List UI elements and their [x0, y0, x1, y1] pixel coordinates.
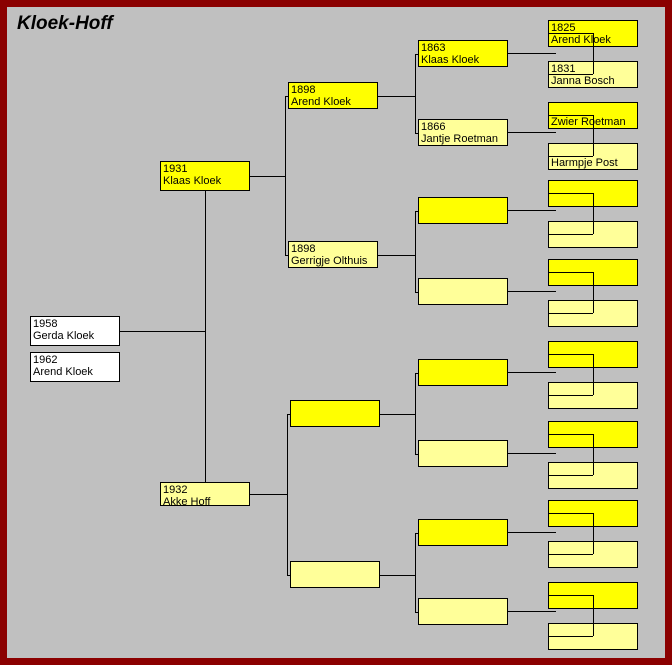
g2-0-line: [285, 96, 288, 97]
g3-5-couple-line: [508, 453, 556, 454]
g3-4-couple-line: [508, 372, 556, 373]
g4-3-line: [548, 156, 593, 157]
g2-2-couple-line: [380, 414, 415, 415]
g4-10-line: [548, 434, 593, 435]
g2-1-line: [285, 255, 288, 256]
g4-11-line: [548, 475, 593, 476]
g2-0-couple-line: [378, 96, 415, 97]
gen2-box-2[interactable]: [290, 400, 380, 427]
g3-0-couple-spine: [593, 33, 594, 74]
person-year: 1866: [421, 121, 446, 133]
g3-6-couple-line: [508, 532, 556, 533]
person-name: Janna Bosch: [551, 75, 615, 87]
g1-1-couple-line: [250, 494, 287, 495]
g3-1-couple-line: [508, 132, 556, 133]
g4-14-line: [548, 595, 593, 596]
g4-15-line: [548, 636, 593, 637]
g4-6-line: [548, 272, 593, 273]
gen3-box-5[interactable]: [418, 440, 508, 467]
person-year: 1931: [163, 163, 188, 175]
gen3-box-2[interactable]: [418, 197, 508, 224]
g3-1-couple-spine: [593, 115, 594, 156]
g2-3-line: [287, 575, 290, 576]
g3-6-line: [415, 533, 418, 534]
person-name: Klaas Kloek: [163, 175, 222, 187]
g3-4-couple-spine: [593, 354, 594, 395]
person-name: Gerda Kloek: [33, 330, 95, 342]
person-name: Akke Hoff: [163, 496, 211, 506]
gen2-box-3[interactable]: [290, 561, 380, 588]
g2-1-couple-line: [378, 255, 415, 256]
g4-7-line: [548, 313, 593, 314]
gen3-box-3[interactable]: [418, 278, 508, 305]
g1-0-couple-spine: [285, 96, 286, 255]
g2-3-couple-line: [380, 575, 415, 576]
person-name: Zwier Roetman: [551, 116, 626, 128]
person-year: 1863: [421, 42, 446, 54]
person-name: Arend Kloek: [551, 34, 611, 46]
person-year: 1831: [551, 63, 576, 75]
person-year: 1962: [33, 354, 58, 366]
person-year: 1898: [291, 84, 316, 96]
g3-1-line: [415, 133, 418, 134]
g3-5-couple-spine: [593, 434, 594, 475]
g3-4-line: [415, 373, 418, 374]
g2-0-couple-spine: [415, 54, 416, 133]
g3-2-couple-spine: [593, 193, 594, 234]
g2-3-couple-spine: [415, 533, 416, 612]
g3-3-line: [415, 292, 418, 293]
person-name: Arend Kloek: [33, 366, 93, 378]
gen3-box-6[interactable]: [418, 519, 508, 546]
g4-13-line: [548, 554, 593, 555]
person-year: 1932: [163, 484, 188, 496]
g3-3-couple-line: [508, 291, 556, 292]
g3-2-couple-line: [508, 210, 556, 211]
g4-4-line: [548, 193, 593, 194]
g2-2-couple-spine: [415, 373, 416, 454]
g4-0-line: [548, 33, 593, 34]
person-name: Gerrigje Olthuis: [291, 255, 368, 267]
parents-spine: [205, 191, 206, 482]
person-name: Harmpje Post: [551, 157, 618, 169]
g1-1-couple-spine: [287, 414, 288, 575]
g3-2-line: [415, 211, 418, 212]
person-year: 1898: [291, 243, 316, 255]
person-name: Klaas Kloek: [421, 54, 480, 66]
g4-12-line: [548, 513, 593, 514]
g2-2-line: [287, 414, 290, 415]
g1-0-couple-line: [250, 176, 285, 177]
gen3-box-7[interactable]: [418, 598, 508, 625]
g3-5-line: [415, 454, 418, 455]
g4-9-line: [548, 395, 593, 396]
g3-7-couple-spine: [593, 595, 594, 636]
g2-1-couple-spine: [415, 211, 416, 292]
g3-0-line: [415, 54, 418, 55]
g3-6-couple-spine: [593, 513, 594, 554]
g3-7-line: [415, 612, 418, 613]
child-to-parents-line: [120, 331, 205, 332]
page-title: Kloek-Hoff: [17, 13, 113, 34]
person-name: Jantje Roetman: [421, 133, 499, 145]
person-year: 1958: [33, 318, 58, 330]
g4-1-line: [548, 74, 593, 75]
g4-8-line: [548, 354, 593, 355]
g3-7-couple-line: [508, 611, 556, 612]
g4-5-line: [548, 234, 593, 235]
gen3-box-4[interactable]: [418, 359, 508, 386]
g3-3-couple-spine: [593, 272, 594, 313]
g4-2-line: [548, 115, 593, 116]
g3-0-couple-line: [508, 53, 556, 54]
person-name: Arend Kloek: [291, 96, 351, 108]
person-year: 1825: [551, 22, 576, 34]
